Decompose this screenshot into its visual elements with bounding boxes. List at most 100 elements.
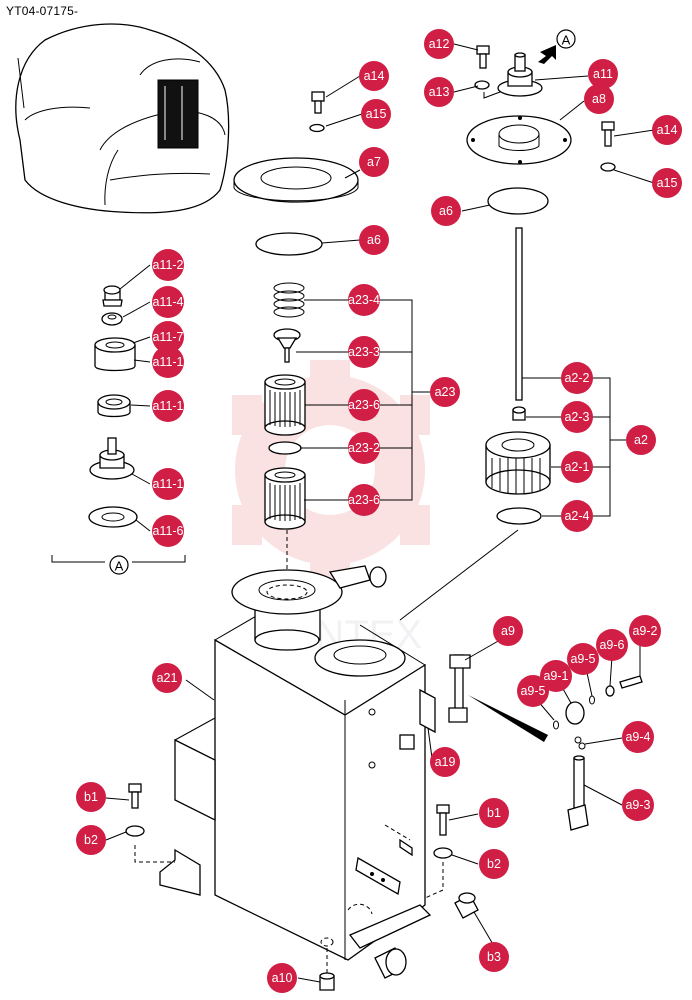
ring-a11-1 xyxy=(97,394,131,418)
svg-text:a11-1: a11-1 xyxy=(152,399,183,413)
svg-text:a9-4: a9-4 xyxy=(625,730,650,744)
callout-a23-4: a23-4 xyxy=(348,284,380,316)
svg-text:a9-6: a9-6 xyxy=(599,638,624,652)
callout-a14-left: a14 xyxy=(359,61,389,91)
svg-text:a2-1: a2-1 xyxy=(564,460,589,474)
callout-a2-2: a2-2 xyxy=(561,362,593,394)
nut-a11-4 xyxy=(101,312,123,326)
cap-a11-2 xyxy=(102,285,123,307)
svg-text:a7: a7 xyxy=(367,155,381,169)
svg-text:a9: a9 xyxy=(501,624,515,638)
callout-a11-1-fitting: a11-1 xyxy=(152,468,184,500)
callout-a6-left: a6 xyxy=(359,225,389,255)
callout-a2-3: a2-3 xyxy=(561,401,593,433)
svg-text:a11-4: a11-4 xyxy=(152,295,183,309)
spring-a23-4 xyxy=(273,282,305,318)
filter-stack xyxy=(264,282,306,590)
callout-a9: a9 xyxy=(493,616,523,646)
callout-a11-4: a11-4 xyxy=(152,286,184,318)
callout-a23-3: a23-3 xyxy=(348,336,380,368)
callout-a2-1: a2-1 xyxy=(561,451,593,483)
callout-a23-6-top: a23-6 xyxy=(348,389,380,421)
svg-text:a19: a19 xyxy=(435,755,456,769)
view-mark-label: A xyxy=(562,33,571,48)
view-mark-a-bottom: A xyxy=(109,555,129,575)
callout-b2-right: b2 xyxy=(479,849,509,879)
fitting-a11-1 xyxy=(89,437,135,480)
svg-text:a15: a15 xyxy=(366,107,387,121)
svg-text:a11-2: a11-2 xyxy=(152,258,183,272)
hydraulic-tank xyxy=(134,565,444,979)
level-gauge xyxy=(419,654,643,831)
return-filter-assembly xyxy=(399,227,551,621)
callout-a2-4: a2-4 xyxy=(561,500,593,532)
svg-text:a6: a6 xyxy=(439,204,453,218)
callout-a23-6-bottom: a23-6 xyxy=(348,484,380,516)
callout-a6-right: a6 xyxy=(431,196,461,226)
svg-text:b1: b1 xyxy=(84,790,98,804)
svg-text:a6: a6 xyxy=(367,233,381,247)
callout-a12: a12 xyxy=(424,29,454,59)
callout-a23-2: a23-2 xyxy=(348,432,380,464)
view-a-group xyxy=(51,285,186,563)
callout-a11: a11 xyxy=(588,59,618,89)
view-mark-label: A xyxy=(115,559,124,574)
callout-a11-1-ring: a11-1 xyxy=(152,390,184,422)
callout-a21: a21 xyxy=(152,663,182,693)
svg-text:a12: a12 xyxy=(429,37,450,51)
svg-text:b3: b3 xyxy=(487,950,501,964)
callout-a13: a13 xyxy=(424,77,454,107)
callout-a9-6: a9-6 xyxy=(596,629,628,661)
svg-text:a2-3: a2-3 xyxy=(564,410,589,424)
svg-text:b1: b1 xyxy=(487,806,501,820)
bushing-a11-1 xyxy=(94,337,136,372)
cover-assembly xyxy=(233,91,359,256)
callout-a9-1: a9-1 xyxy=(540,660,572,692)
svg-text:a9-2: a9-2 xyxy=(632,624,657,638)
svg-text:a9-5: a9-5 xyxy=(570,652,595,666)
callout-a15-left: a15 xyxy=(361,99,391,129)
callout-a11-7: a11-7 xyxy=(152,321,184,353)
filter-a23-6-top xyxy=(264,374,306,436)
svg-text:a2-4: a2-4 xyxy=(564,509,589,523)
callout-a9-2: a9-2 xyxy=(629,615,661,647)
callout-b1-left: b1 xyxy=(76,782,106,812)
callout-a14-right: a14 xyxy=(652,115,682,145)
svg-text:a11-1: a11-1 xyxy=(152,355,183,369)
hardware xyxy=(125,783,479,991)
callout-a7: a7 xyxy=(359,147,389,177)
svg-text:a23: a23 xyxy=(435,385,456,399)
svg-text:b2: b2 xyxy=(487,857,501,871)
callout-a11-1: a11-1 xyxy=(152,346,184,378)
callout-a11-2: a11-2 xyxy=(152,249,184,281)
svg-text:a2: a2 xyxy=(634,433,648,447)
svg-text:a23-4: a23-4 xyxy=(348,293,380,307)
callout-a10: a10 xyxy=(267,963,297,993)
svg-text:a23-2: a23-2 xyxy=(348,441,380,455)
breather-assembly xyxy=(466,45,616,215)
filter-a23-6-bottom xyxy=(264,467,306,530)
svg-text:a21: a21 xyxy=(157,671,178,685)
callout-b1-right: b1 xyxy=(479,798,509,828)
valve-a23-3 xyxy=(273,328,301,363)
svg-text:a23-6: a23-6 xyxy=(348,493,380,507)
svg-text:a8: a8 xyxy=(592,92,606,106)
machine-thumbnail xyxy=(15,23,230,214)
callout-a11-6: a11-6 xyxy=(152,515,184,547)
svg-text:a23-6: a23-6 xyxy=(348,398,380,412)
callout-a15-right: a15 xyxy=(652,168,682,198)
document-id: YT04-07175- xyxy=(6,4,79,18)
callout-a8: a8 xyxy=(584,84,614,114)
svg-text:a10: a10 xyxy=(272,971,293,985)
svg-text:a11-1: a11-1 xyxy=(152,477,183,491)
callout-b3: b3 xyxy=(479,942,509,972)
callout-b2-left: b2 xyxy=(76,825,106,855)
svg-text:a11: a11 xyxy=(593,67,613,81)
callout-a9-3: a9-3 xyxy=(622,789,654,821)
callout-a9-5-upper: a9-5 xyxy=(567,643,599,675)
leader-lines xyxy=(105,43,655,983)
svg-text:a13: a13 xyxy=(429,85,450,99)
svg-text:a14: a14 xyxy=(657,123,678,137)
svg-text:a2-2: a2-2 xyxy=(564,371,589,385)
